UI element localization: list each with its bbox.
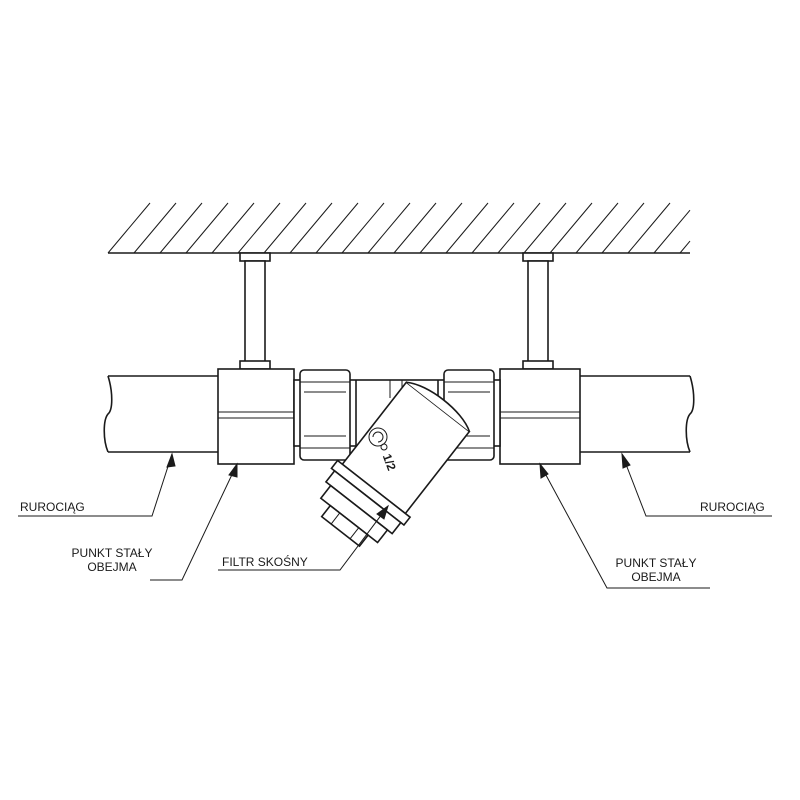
ceiling-hatch-line — [627, 202, 671, 254]
hanger-rod-left — [239, 252, 271, 370]
ceiling-hatch-line — [211, 202, 255, 254]
ceiling-hatch-line — [237, 202, 281, 254]
pipe-right — [580, 375, 695, 453]
ceiling-hatch-line — [393, 202, 437, 254]
leader-lines — [18, 452, 772, 589]
ceiling-hatch-line — [367, 202, 411, 254]
label-rurociag-right: RUROCIĄG — [700, 500, 765, 514]
ceiling-hatch-line — [419, 202, 463, 254]
label-filtr-skosny: FILTR SKOŚNY — [222, 555, 308, 569]
ceiling-hatch-line — [653, 209, 691, 254]
ceiling — [107, 202, 691, 254]
ceiling-hatch-line — [549, 202, 593, 254]
ceiling-hatch-line — [471, 202, 515, 254]
pipe-left — [103, 375, 218, 453]
ceiling-hatch-line — [575, 202, 619, 254]
label-punkt-staly-left: PUNKT STAŁY OBEJMA — [60, 546, 164, 574]
ceiling-hatch-line — [107, 202, 151, 254]
hanger-rod-right — [522, 252, 554, 370]
ceiling-hatch-line — [497, 202, 541, 254]
ceiling-hatch-line — [315, 202, 359, 254]
ceiling-hatch-line — [341, 202, 385, 254]
ceiling-hatch-line — [263, 202, 307, 254]
label-punkt-staly-left-line1: PUNKT STAŁY — [71, 546, 153, 560]
logo-icon — [368, 427, 388, 451]
ceiling-hatch-line — [185, 202, 229, 254]
label-obejma-right: OBEJMA — [631, 570, 681, 584]
ceiling-hatch-line — [289, 202, 333, 254]
ceiling-hatch-line — [133, 202, 177, 254]
ceiling-hatch-line — [159, 202, 203, 254]
ceiling-hatch-line — [679, 240, 691, 254]
label-punkt-staly-right-line1: PUNKT STAŁY — [615, 556, 697, 570]
label-rurociag-left: RUROCIĄG — [20, 500, 85, 514]
pipe-clamp-right — [499, 368, 581, 465]
pipe-clamp-left — [217, 368, 295, 465]
label-obejma-left: OBEJMA — [87, 560, 137, 574]
ceiling-hatch-line — [445, 202, 489, 254]
ceiling-hatch-line — [523, 202, 567, 254]
ceiling-hatch-line — [601, 202, 645, 254]
label-punkt-staly-right: PUNKT STAŁY OBEJMA — [604, 556, 708, 584]
